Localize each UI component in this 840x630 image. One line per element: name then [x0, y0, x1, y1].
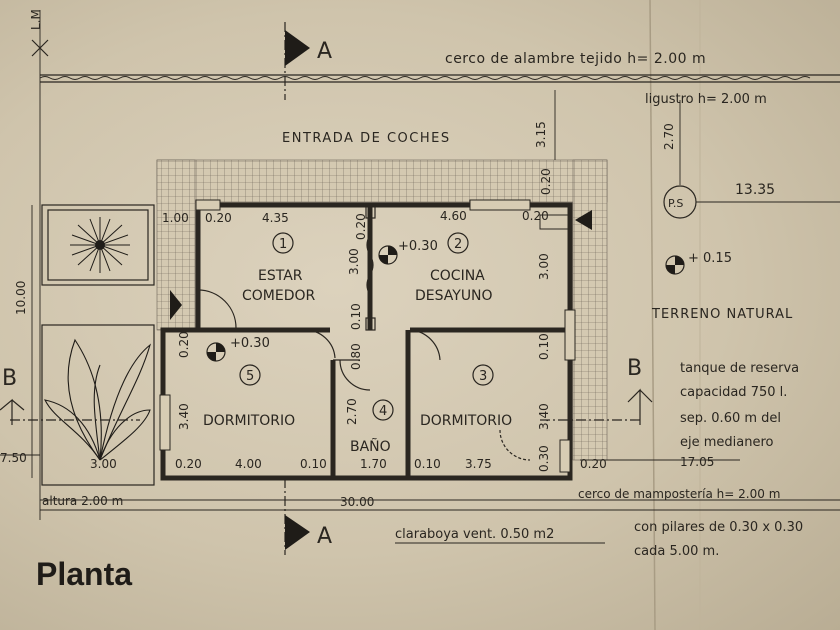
section-a-bottom: A: [284, 478, 332, 555]
svg-text:A: A: [317, 524, 332, 549]
dim-0-20-a: 0.20: [205, 211, 232, 225]
ps-marker: P.S 13.35: [663, 182, 840, 219]
paper-fold: [649, 0, 656, 630]
room-1-name-line2: COMEDOR: [242, 288, 316, 304]
dim-3-00-b: 3.00: [537, 253, 551, 280]
room-5-name: DORMITORIO: [203, 413, 295, 429]
dim-3-15: 3.15: [534, 121, 548, 148]
plant-leaves-icon: [44, 338, 152, 461]
dim-1-70: 1.70: [360, 457, 387, 471]
dim-4-00: 4.00: [235, 457, 262, 471]
dim-0-20-b: 0.20: [354, 213, 368, 240]
pillars-line2: cada 5.00 m.: [634, 544, 719, 559]
room-4-name: BAÑO: [350, 438, 391, 455]
height-label: altura 2.00 m: [42, 494, 123, 508]
svg-text:tanque de reserva: tanque de reserva: [680, 361, 799, 376]
level-marker-kitchen: +0.30: [378, 239, 438, 265]
room-2-name-line1: COCINA: [430, 268, 485, 284]
svg-text:sep. 0.60 m del: sep. 0.60 m del: [680, 411, 781, 426]
svg-text:3: 3: [479, 369, 487, 384]
dim-0-10-d: 0.10: [414, 457, 441, 471]
room-5: 5 DORMITORIO: [203, 364, 295, 429]
dim-2-70-top: 2.70: [662, 123, 676, 150]
dim-10-00: 10.00: [14, 281, 28, 315]
svg-text:A: A: [317, 39, 332, 64]
dim-1-00: 1.00: [162, 211, 189, 225]
plant-star-icon: [70, 217, 130, 273]
dim-0-30: 0.30: [537, 445, 551, 472]
room-2: 2 COCINA DESAYUNO: [415, 232, 493, 304]
dim-0-20-c: 0.20: [522, 209, 549, 223]
level-marker-bedroom: +0.30: [206, 336, 270, 362]
level-marker-terrain: + 0.15: [665, 251, 732, 275]
room-1: 1 ESTAR COMEDOR: [242, 232, 316, 304]
terrace-right: [572, 159, 608, 461]
section-b-right: B: [540, 356, 653, 425]
room-1-name-line1: ESTAR: [258, 268, 303, 284]
dim-3-40-a: 3.40: [177, 403, 191, 430]
dim-0-20-f: 0.20: [175, 457, 202, 471]
building-walls: [159, 199, 576, 481]
dim-0-20-g: 0.20: [580, 457, 607, 471]
pillars-line1: con pilares de 0.30 x 0.30: [634, 520, 803, 535]
dim-7-50: 7.50: [0, 451, 27, 465]
svg-text:1: 1: [279, 237, 287, 252]
section-a-top: A: [284, 22, 332, 100]
svg-text:capacidad 750 l.: capacidad 750 l.: [680, 385, 787, 400]
dim-30-00: 30.00: [340, 495, 374, 509]
svg-text:B: B: [627, 356, 642, 381]
dim-0-20-d: 0.20: [539, 168, 553, 195]
svg-text:+ 0.15: + 0.15: [688, 251, 732, 266]
room-4: 4 BAÑO: [350, 399, 394, 455]
dim-4-35: 4.35: [262, 211, 289, 225]
skylight-label: claraboya vent. 0.50 m2: [395, 527, 554, 542]
svg-text:P.S: P.S: [668, 197, 683, 210]
natural-terrain-label: TERRENO NATURAL: [651, 307, 793, 322]
planter-top-inner: [47, 209, 149, 281]
lm-mark: [31, 39, 49, 57]
ps-distance: 13.35: [735, 182, 775, 198]
dim-3-40-b: 3.40: [537, 403, 551, 430]
dim-4-60: 4.60: [440, 209, 467, 223]
bottom-dimension-row: 7.50 3.00 0.20 4.00 0.10 1.70 0.10 3.75 …: [0, 451, 714, 509]
fence-wire-label: cerco de alambre tejido h= 2.00 m: [445, 51, 706, 67]
sheet-title: Planta: [36, 556, 132, 592]
planter-top: [41, 204, 155, 286]
lm-label: L.M: [29, 9, 43, 30]
dim-17-05: 17.05: [680, 455, 714, 469]
room-2-name-line2: DESAYUNO: [415, 288, 493, 304]
svg-text:eje medianero: eje medianero: [680, 435, 774, 450]
svg-text:+0.30: +0.30: [398, 239, 438, 254]
dim-3-75: 3.75: [465, 457, 492, 471]
svg-text:4: 4: [379, 404, 387, 419]
fence-top: [39, 74, 840, 511]
dim-3-00-a: 3.00: [347, 248, 361, 275]
tank-note: tanque de reserva capacidad 750 l. sep. …: [680, 361, 799, 450]
car-entrance-label: ENTRADA DE COCHES: [282, 131, 451, 146]
dim-0-20-e: 0.20: [177, 331, 191, 358]
room-3-name: DORMITORIO: [420, 413, 512, 429]
top-dimension-row: 1.00 0.20 4.35 4.60 0.20: [162, 209, 549, 225]
dim-0-10-a: 0.10: [349, 303, 363, 330]
svg-text:5: 5: [246, 369, 254, 384]
dim-0-10-c: 0.10: [300, 457, 327, 471]
dim-0-10-b: 0.10: [537, 333, 551, 360]
dim-3-00-c: 3.00: [90, 457, 117, 471]
entry-arrow-right-icon: [575, 210, 592, 230]
privet-label: ligustro h= 2.00 m: [645, 92, 767, 107]
planter-bottom: [41, 324, 155, 486]
dim-0-80: 0.80: [349, 343, 363, 370]
dim-2-70-bath: 2.70: [345, 398, 359, 425]
entry-arrow-left-icon: [170, 290, 182, 320]
masonry-fence-label: cerco de mampostería h= 2.00 m: [578, 487, 780, 501]
svg-text:+0.30: +0.30: [230, 336, 270, 351]
room-3: 3 DORMITORIO: [420, 364, 512, 429]
svg-text:2: 2: [454, 237, 462, 252]
svg-text:B: B: [2, 366, 17, 391]
